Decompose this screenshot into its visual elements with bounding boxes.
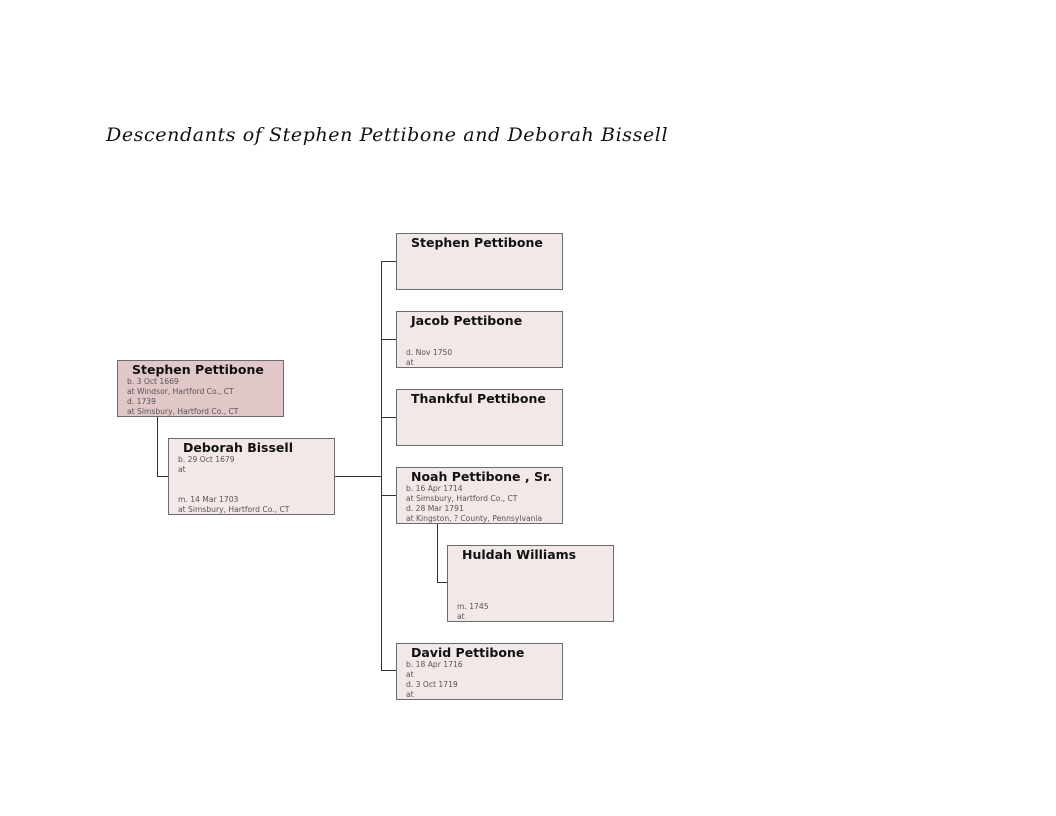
person-name: Noah Pettibone , Sr. <box>411 469 553 484</box>
person-name: Huldah Williams <box>462 547 577 562</box>
connector-child-david <box>381 670 397 671</box>
person-name: Thankful Pettibone <box>411 391 546 406</box>
person-box-jacob-pettibone[interactable]: Jacob Pettibone d. Nov 1750 at <box>396 311 563 368</box>
person-name: Jacob Pettibone <box>411 313 523 328</box>
birth-place: at Simsbury, Hartford Co., CT <box>406 494 518 503</box>
birth-date: b. 29 Oct 1679 <box>178 455 235 464</box>
death-place: at Kingston, ? County, Pennsylvania <box>406 514 543 523</box>
connector-spouse-vertical <box>157 416 158 476</box>
marriage-place: at Simsbury, Hartford Co., CT <box>178 505 290 514</box>
connector-children-trunk <box>381 261 382 670</box>
birth-place: at Windsor, Hartford Co., CT <box>127 387 234 396</box>
connector-child-thankful <box>381 417 397 418</box>
person-box-huldah-williams[interactable]: Huldah Williams m. 1745 at <box>447 545 614 622</box>
death-date: d. Nov 1750 <box>406 348 453 357</box>
person-name: Stephen Pettibone <box>411 235 543 250</box>
birth-date: b. 3 Oct 1669 <box>127 377 179 386</box>
person-box-david-pettibone[interactable]: David Pettibone b. 18 Apr 1716 at d. 3 O… <box>396 643 563 700</box>
person-name: Stephen Pettibone <box>132 362 264 377</box>
connector-child-noah <box>381 495 397 496</box>
connector-child-jacob <box>381 339 397 340</box>
chart-title: Descendants of Stephen Pettibone and Deb… <box>106 124 669 146</box>
person-box-deborah-bissell[interactable]: Deborah Bissell b. 29 Oct 1679 at m. 14 … <box>168 438 335 515</box>
connector-noah-spouse-vertical <box>437 523 438 582</box>
death-date: d. 28 Mar 1791 <box>406 504 464 513</box>
connector-child-stephen-jr <box>381 261 397 262</box>
connector-noah-spouse-horizontal <box>437 582 448 583</box>
death-date: d. 1739 <box>127 397 156 406</box>
connector-spouse-horizontal <box>157 476 169 477</box>
connector-couple-to-children <box>334 476 381 477</box>
birth-date: b. 16 Apr 1714 <box>406 484 463 493</box>
person-box-thankful-pettibone[interactable]: Thankful Pettibone <box>396 389 563 446</box>
death-place: at <box>406 690 414 699</box>
marriage-date: m. 14 Mar 1703 <box>178 495 239 504</box>
person-box-noah-pettibone-sr[interactable]: Noah Pettibone , Sr. b. 16 Apr 1714 at S… <box>396 467 563 524</box>
person-name: Deborah Bissell <box>183 440 293 455</box>
person-box-stephen-pettibone-jr[interactable]: Stephen Pettibone <box>396 233 563 290</box>
death-place: at <box>406 358 414 367</box>
death-date: d. 3 Oct 1719 <box>406 680 458 689</box>
death-place: at Simsbury, Hartford Co., CT <box>127 407 239 416</box>
birth-place: at <box>406 670 414 679</box>
marriage-place: at <box>457 612 465 621</box>
birth-place: at <box>178 465 186 474</box>
person-box-stephen-pettibone-sr[interactable]: Stephen Pettibone b. 3 Oct 1669 at Winds… <box>117 360 284 417</box>
birth-date: b. 18 Apr 1716 <box>406 660 463 669</box>
marriage-date: m. 1745 <box>457 602 489 611</box>
person-name: David Pettibone <box>411 645 525 660</box>
